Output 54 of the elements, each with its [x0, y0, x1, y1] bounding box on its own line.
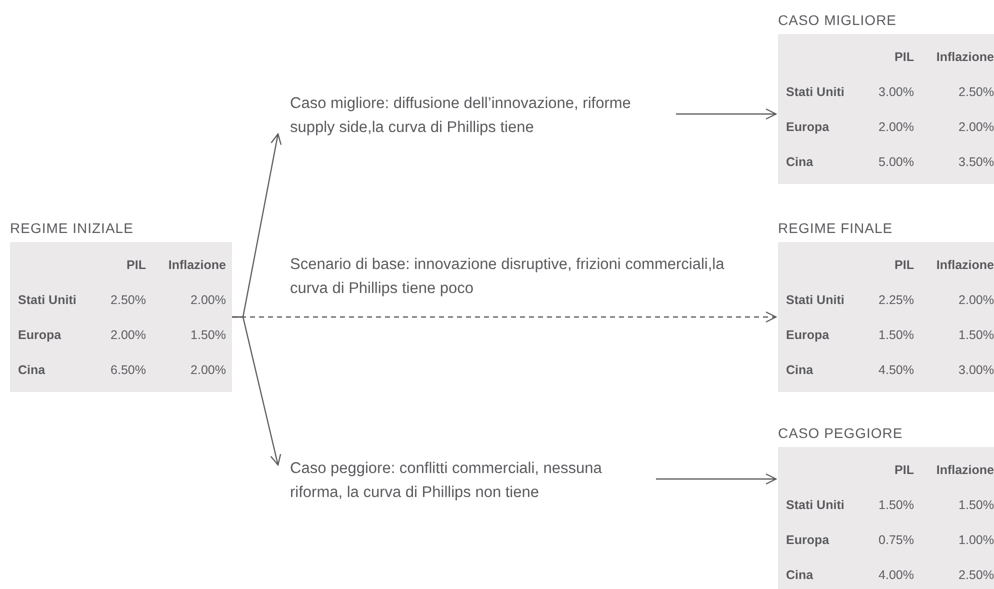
table-cell-text: 1.00%	[958, 532, 994, 549]
table-cell-text: 5.00%	[878, 154, 914, 171]
column-header: Inflazione	[936, 49, 994, 66]
row-label: Stati Uniti	[786, 497, 844, 514]
row-label: Stati Uniti	[18, 292, 76, 309]
table-cell-text: 0.75%	[878, 532, 914, 549]
table-title: CASO MIGLIORE	[778, 12, 898, 30]
arrow	[232, 316, 282, 466]
scenario-text: Caso peggiore: conflitti commerciali, nessuna riforma, la curva di Phillips non tiene	[290, 459, 603, 503]
table-cell-text: 1.50%	[958, 327, 994, 344]
table-title: REGIME FINALE	[778, 220, 894, 238]
table-cell-text: 2.50%	[110, 292, 146, 309]
row-label: Europa	[786, 119, 830, 136]
table-cell-text: 4.50%	[878, 362, 914, 379]
column-header: PIL	[894, 462, 914, 479]
row-label: Europa	[786, 532, 830, 549]
column-header: Inflazione	[936, 462, 994, 479]
table-cell-text: 2.00%	[190, 292, 226, 309]
table-cell-text: 4.00%	[878, 567, 914, 584]
column-header: PIL	[126, 257, 146, 274]
row-label: Cina	[786, 362, 814, 379]
table-cell-text: 1.50%	[878, 497, 914, 514]
column-header: Inflazione	[936, 257, 994, 274]
table-cell-text: 2.50%	[958, 567, 994, 584]
scenario-text: Caso migliore: diffusione dell’innovazione, riforme supply side,la curva di Phillips tiene	[290, 94, 632, 138]
row-label: Europa	[18, 327, 62, 344]
table-cell-text: 2.25%	[878, 292, 914, 309]
table-title: CASO PEGGIORE	[778, 425, 904, 443]
table-cell-text: 2.00%	[958, 292, 994, 309]
arrow	[676, 108, 777, 120]
row-label: Stati Uniti	[786, 84, 844, 101]
table-cell-text: 1.50%	[878, 327, 914, 344]
row-label: Cina	[18, 362, 46, 379]
table-cell-text: 1.50%	[190, 327, 226, 344]
row-label: Cina	[786, 154, 814, 171]
column-header: PIL	[894, 49, 914, 66]
table-cell-text: 3.00%	[958, 362, 994, 379]
row-label: Cina	[786, 567, 814, 584]
table-cell-text: 1.50%	[958, 497, 994, 514]
table-cell-text: 2.00%	[958, 119, 994, 136]
table-cell-text: 2.50%	[958, 84, 994, 101]
column-header: Inflazione	[168, 257, 226, 274]
table-title: REGIME INIZIALE	[10, 220, 134, 238]
arrow	[656, 473, 777, 485]
column-header: PIL	[894, 257, 914, 274]
table-cell-text: 3.50%	[958, 154, 994, 171]
table-cell-text: 6.50%	[110, 362, 146, 379]
table-cell-text: 2.00%	[190, 362, 226, 379]
edge-label: Scenario di base: innovazione disruptive, frizioni commerciali,la curva di Phillips tiene poco	[290, 255, 726, 299]
table-cell-text: 2.00%	[110, 327, 146, 344]
table-cell-text: 2.00%	[878, 119, 914, 136]
row-label: Stati Uniti	[786, 292, 844, 309]
table-cell-text: 3.00%	[878, 84, 914, 101]
row-label: Europa	[786, 327, 830, 344]
